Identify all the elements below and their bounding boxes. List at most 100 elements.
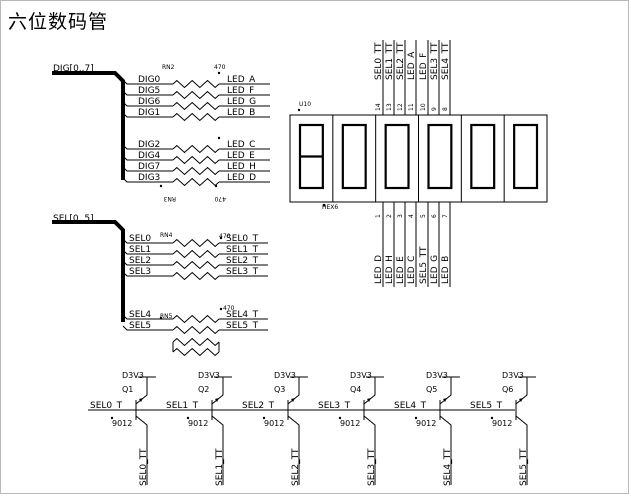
pin1-dot — [219, 307, 223, 311]
base-net-label: SEL5_T — [470, 401, 503, 411]
bottom-pin-net: LED_E — [396, 256, 406, 284]
emitter-lead — [135, 377, 148, 405]
dig-net-label: DIG6 — [138, 97, 161, 107]
top-pin-net: SEL2_TT — [396, 42, 406, 80]
pin1-dot — [110, 416, 114, 420]
display-ref: U10 — [299, 101, 311, 108]
bottom-pin-net: LED_H — [385, 255, 395, 284]
base-net-label: SEL4_T — [394, 401, 427, 411]
sel-net-label: SEL5 — [129, 321, 151, 331]
sel-t-net-label: SEL2_T — [226, 256, 259, 266]
rn2-value: 470 — [214, 64, 226, 71]
resistor-zigzag — [172, 260, 220, 270]
pin1-dot — [338, 416, 342, 420]
rn4-value: 470 — [219, 233, 231, 240]
bottom-pin-number: 6 — [431, 214, 438, 218]
emitter-arrow — [367, 398, 371, 402]
collector-lead — [515, 415, 528, 485]
transistor-ref: Q3 — [274, 385, 285, 394]
bottom-pin-number: 1 — [375, 214, 382, 218]
top-pin-net: LED_A — [407, 51, 417, 80]
transistor-part: 9012 — [340, 419, 360, 428]
resistor-zigzag — [172, 79, 220, 89]
digit-segments — [470, 123, 496, 190]
pin1-dot — [217, 71, 221, 75]
supply-label: D3V3 — [122, 371, 144, 380]
emitter-arrow — [519, 398, 523, 402]
dig-wire — [122, 101, 173, 107]
pin1-dot — [159, 184, 163, 188]
top-pin-number: 14 — [375, 103, 382, 111]
pin1-dot — [297, 108, 301, 112]
emitter-lead — [211, 377, 224, 405]
transistor-part: 9012 — [492, 419, 512, 428]
dig-net-label: DIG1 — [138, 108, 160, 118]
sel-net-label: SEL0 — [129, 234, 151, 244]
led-net-label: LED_E — [227, 151, 255, 161]
emitter-arrow — [215, 398, 219, 402]
dig-net-label: DIG7 — [138, 162, 160, 172]
bottom-pin-net: LED_C — [407, 256, 417, 284]
dig-net-label: DIG2 — [138, 140, 160, 150]
digit-segments — [341, 123, 367, 190]
pin1-dot — [186, 416, 190, 420]
dig-bus-label: DIG[0..7] — [53, 64, 94, 74]
rn5-value: 470 — [223, 305, 235, 312]
collector-net-label: SEL2_TT — [291, 448, 301, 486]
transistor-part: 9012 — [416, 419, 436, 428]
bottom-pin-number: 4 — [408, 214, 415, 218]
resistor-zigzag — [172, 166, 220, 176]
bottom-pin-net: SEL5_TT — [419, 246, 429, 284]
resistor-zigzag — [172, 249, 220, 259]
resistor-zigzag — [172, 238, 220, 248]
sel-net-label: SEL3 — [129, 267, 151, 277]
led-net-label: LED_G — [227, 97, 256, 107]
dig-wire — [122, 177, 173, 183]
emitter-lead — [287, 377, 300, 405]
pin1-dot — [414, 416, 418, 420]
base-net-label: SEL3_T — [318, 401, 351, 411]
supply-label: D3V3 — [350, 371, 372, 380]
pin1-dot — [262, 416, 266, 420]
dig-net-label: DIG0 — [138, 75, 161, 85]
pin1-dot — [490, 416, 494, 420]
resistor-zigzag — [172, 101, 220, 111]
sel-t-net-label: SEL3_T — [226, 267, 259, 277]
sel-wire — [122, 249, 173, 255]
led-net-label: LED_C — [227, 140, 255, 150]
collector-net-label: SEL4_TT — [443, 448, 453, 486]
resistor-zigzag-unused — [172, 337, 220, 347]
emitter-arrow — [291, 398, 295, 402]
top-pin-net: SEL4_TT — [441, 42, 451, 80]
resistor-zigzag — [172, 325, 220, 335]
led-net-label: LED_A — [227, 75, 256, 85]
base-net-label: SEL1_T — [166, 401, 199, 411]
sel-t-net-label: SEL5_T — [226, 321, 259, 331]
sel-wire — [122, 314, 173, 320]
dig-wire — [122, 112, 173, 118]
resistor-zigzag — [172, 314, 220, 324]
dig-wire — [122, 144, 173, 150]
sel-bus — [52, 220, 125, 322]
page-title: 六位数码管 — [8, 11, 109, 33]
resistor-zigzag — [172, 144, 220, 154]
bottom-pin-number: 3 — [397, 214, 404, 218]
pin1-dot — [219, 236, 223, 240]
top-pin-net: SEL3_TT — [430, 42, 440, 80]
bottom-pin-number: 2 — [386, 214, 393, 218]
emitter-arrow — [443, 398, 447, 402]
top-pin-number: 9 — [431, 107, 438, 111]
base-net-label: SEL0_T — [90, 401, 123, 411]
top-pin-net: LED_F — [419, 53, 429, 80]
emitter-lead — [363, 377, 376, 405]
seven-segment-display: 14SEL0_TT1LED_D13SEL1_TT2LED_H12SEL2_TT3… — [289, 40, 548, 287]
transistor-ref: Q5 — [426, 385, 437, 394]
digit-segments — [513, 123, 539, 190]
bottom-pin-net: LED_D — [374, 255, 384, 284]
bottom-pin-net: LED_G — [430, 255, 440, 284]
display-part: HEX6 — [322, 204, 338, 211]
